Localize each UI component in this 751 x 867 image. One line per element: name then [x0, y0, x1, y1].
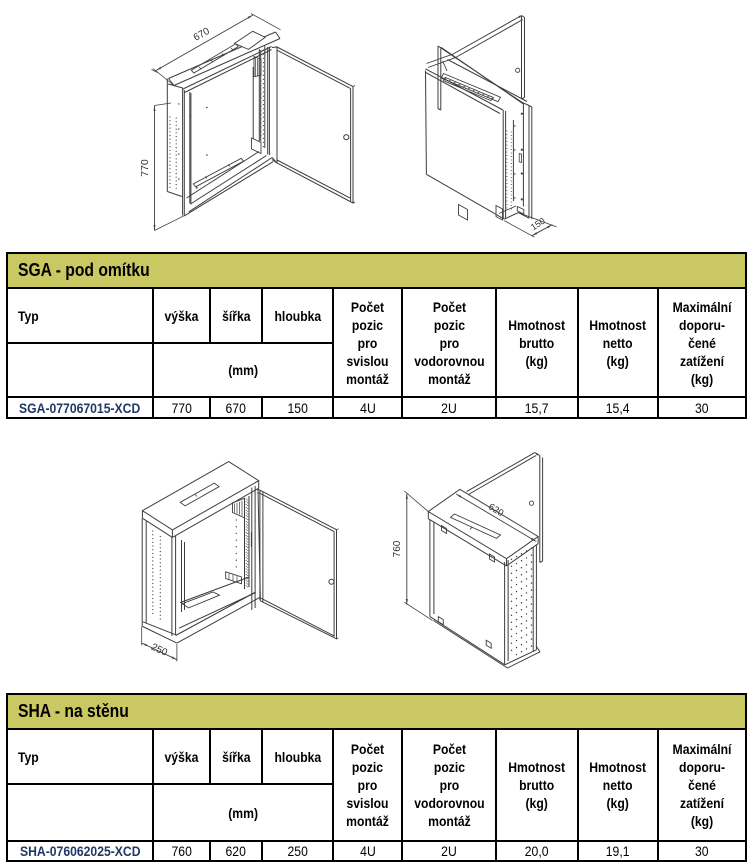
- svg-text:620: 620: [486, 502, 505, 520]
- svg-text:760: 760: [392, 540, 403, 557]
- svg-text:770: 770: [139, 159, 151, 177]
- svg-text:670: 670: [192, 26, 212, 44]
- svg-text:250: 250: [149, 642, 169, 659]
